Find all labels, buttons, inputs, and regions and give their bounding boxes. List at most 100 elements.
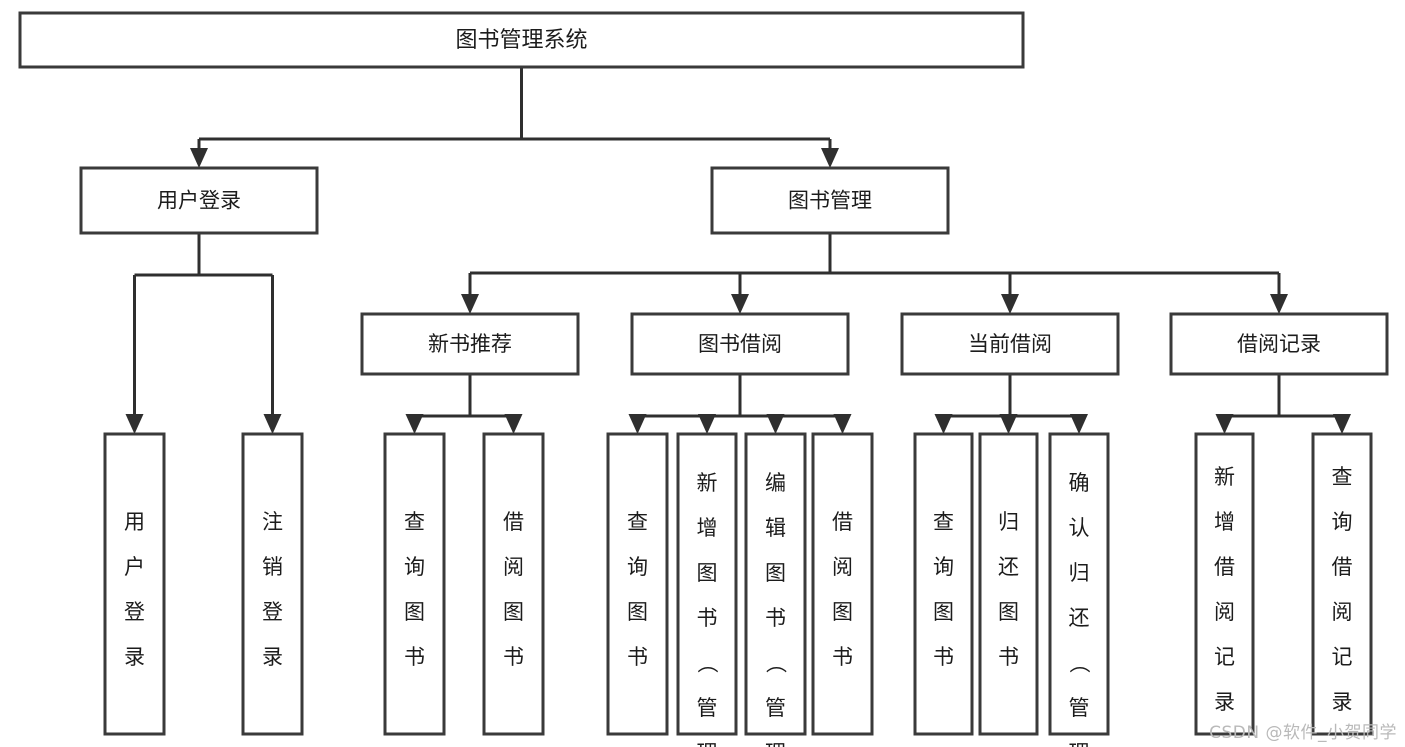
leaf-node-8-char: 图 [933,600,954,624]
arrow-head-icon-level3-0 [461,294,479,314]
leaf-node-6-char: 图 [765,561,786,585]
leaf-node-10-char: （ [1067,652,1091,673]
leaf-node-6-char: 管 [765,696,786,720]
leaf-node-3-char: 图 [503,600,524,624]
leaf-node-5-char: 图 [697,561,718,585]
level2-node-0[interactable]: 用户登录 [79,166,319,235]
leaf-node-1-char: 登 [262,600,283,624]
leaf-node-12-char: 查 [1332,465,1353,489]
level3-node-3[interactable]: 借阅记录 [1169,312,1389,376]
leaf-node-10-char: 还 [1069,606,1090,630]
leaf-node-1-char: 注 [262,510,283,534]
node-layer: 图书管理系统用户登录图书管理新书推荐图书借阅当前借阅借阅记录用户登录注销登录查询… [18,11,1389,747]
arrow-head-icon-leaf-1 [1333,414,1351,434]
leaf-node-11-char: 新 [1214,465,1235,489]
leaf-node-10-char: 管 [1069,696,1090,720]
leaf-node-10-char: 认 [1069,516,1090,540]
arrow-head-icon-leaf-0 [125,414,144,434]
leaf-node-7-char: 书 [832,645,853,669]
leaf-node-6-char: 编 [765,471,786,495]
leaf-node-10-box [1048,432,1110,736]
leaf-node-2-char: 图 [404,600,425,624]
level3-node-1[interactable]: 图书借阅 [630,312,850,376]
level2-node-1[interactable]: 图书管理 [710,166,950,235]
arrow-head-icon-leaf-1 [999,414,1018,434]
leaf-node-11-char: 阅 [1214,600,1235,624]
leaf-node-12-char: 询 [1332,510,1353,534]
arrow-head-icon-level2-0 [190,148,208,168]
leaf-node-2-char: 询 [404,555,425,579]
leaf-node-4-char: 询 [627,555,648,579]
arrow-head-icon-leaf-0 [934,414,953,434]
leaf-node-5-char: 理 [697,741,718,747]
arrow-head-icon-level3-1 [731,294,749,314]
leaf-node-3-char: 阅 [503,555,524,579]
leaf-node-12-char: 记 [1332,645,1353,669]
leaf-node-9-char: 书 [998,645,1019,669]
arrow-head-icon-level3-3 [1270,294,1288,314]
leaf-node-2-box [383,432,446,736]
arrow-head-icon-level3-2 [1001,294,1019,314]
leaf-node-0-char: 用 [124,510,145,534]
leaf-node-11-char: 增 [1214,510,1235,534]
arrow-head-icon-leaf-1 [263,414,282,434]
leaf-node-12-char: 借 [1332,555,1353,579]
level2-node-1-label: 图书管理 [788,189,872,213]
leaf-node-0[interactable]: 用户登录 [103,432,166,736]
leaf-node-1-box [241,432,304,736]
level3-node-0[interactable]: 新书推荐 [360,312,580,376]
leaf-node-4-box [606,432,669,736]
leaf-node-0-char: 户 [124,555,145,579]
arrow-head-icon-leaf-0 [628,414,647,434]
level3-node-3-label: 借阅记录 [1237,332,1321,356]
level3-node-3-box [1169,312,1389,376]
arrow-head-icon-leaf-2 [1070,414,1088,434]
leaf-node-6-char: （ [764,652,788,673]
connector-layer [125,67,1351,434]
leaf-node-2-char: 查 [404,510,425,534]
leaf-node-12-char: 录 [1332,690,1353,714]
leaf-node-9-char: 归 [998,510,1019,534]
leaf-node-5-char: 管 [697,696,718,720]
leaf-node-8-char: 询 [933,555,954,579]
leaf-node-4-char: 图 [627,600,648,624]
leaf-node-8-char: 查 [933,510,954,534]
leaf-node-9-char: 还 [998,555,1019,579]
leaf-node-5-char: 增 [697,516,718,540]
leaf-node-11-char: 记 [1214,645,1235,669]
level3-node-1-box [630,312,850,376]
leaf-node-5-char: （ [695,652,719,673]
level3-node-2[interactable]: 当前借阅 [900,312,1120,376]
leaf-node-12-box [1311,432,1373,736]
leaf-node-6-box [744,432,807,736]
leaf-node-5-char: 新 [697,471,718,495]
leaf-node-3-char: 借 [503,510,524,534]
root-node-box [18,11,1025,69]
arrow-head-icon-leaf-2 [766,414,785,434]
leaf-node-10-char: 理 [1069,741,1090,747]
arrow-head-icon-leaf-1 [698,414,716,434]
leaf-node-7-box [811,432,874,736]
root-node-label: 图书管理系统 [455,28,587,53]
root-node[interactable]: 图书管理系统 [18,11,1025,69]
arrow-head-icon-leaf-0 [1215,414,1234,434]
level3-node-0-box [360,312,580,376]
leaf-node-4-char: 书 [627,645,648,669]
arrow-head-icon-leaf-3 [833,414,852,434]
leaf-node-4-char: 查 [627,510,648,534]
leaf-node-9-char: 图 [998,600,1019,624]
level2-node-1-box [710,166,950,235]
